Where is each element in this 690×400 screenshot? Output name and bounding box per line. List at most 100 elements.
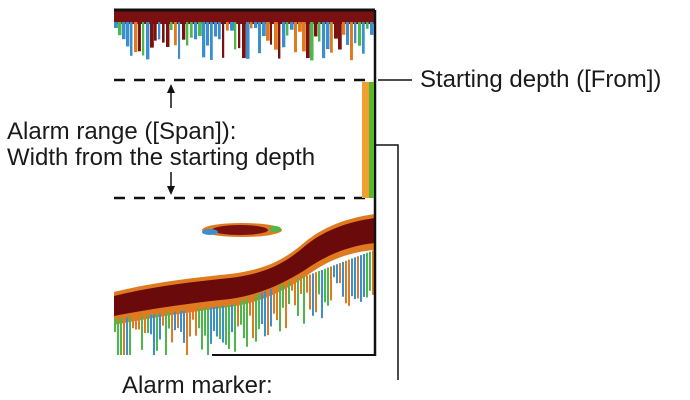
surface-noise-streak bbox=[222, 22, 225, 58]
bottom-noise-streak bbox=[279, 285, 281, 332]
surface-noise-streak bbox=[190, 22, 193, 38]
surface-noise-streak bbox=[266, 22, 270, 41]
bottom-noise-streak bbox=[141, 315, 143, 350]
bottom-noise-streak bbox=[114, 318, 116, 332]
bottom-noise-streak bbox=[348, 259, 350, 306]
bottom-noise-streak bbox=[318, 271, 320, 295]
bottom-noise-streak bbox=[249, 297, 251, 316]
bottom-noise-streak bbox=[159, 313, 161, 340]
bottom-noise-streak bbox=[306, 275, 308, 293]
surface-noise-streak bbox=[202, 22, 206, 58]
surface-noise-streak bbox=[218, 22, 221, 40]
surface-noise-streak bbox=[270, 22, 273, 45]
surface-noise-streak bbox=[290, 22, 294, 30]
surface-noise-streak bbox=[178, 22, 181, 59]
surface-noise-streak bbox=[118, 22, 122, 36]
surface-noise-streak bbox=[358, 22, 362, 46]
bottom-noise-streak bbox=[345, 260, 347, 304]
bottom-noise-streak bbox=[234, 303, 236, 352]
surface-noise-streak bbox=[282, 22, 286, 48]
surface-noise-streak bbox=[146, 22, 150, 60]
surface-noise-streak bbox=[354, 22, 357, 44]
bottom-noise-streak bbox=[183, 310, 185, 343]
bottom-noise-streak bbox=[258, 293, 260, 330]
alarm-marker-leader bbox=[374, 144, 399, 380]
bottom-noise-streak bbox=[174, 311, 176, 331]
surface-noise-streak bbox=[362, 22, 365, 54]
surface-noise-streak bbox=[198, 22, 202, 36]
surface-noise-streak bbox=[194, 22, 198, 40]
bottom-noise-streak bbox=[213, 307, 215, 331]
surface-noise-streak bbox=[134, 22, 138, 53]
bottom-noise-streak bbox=[231, 304, 233, 333]
bottom-noise-streak bbox=[195, 309, 197, 336]
surface-noise-streak bbox=[326, 22, 330, 50]
surface-noise-streak bbox=[258, 22, 261, 54]
surface-noise-streak bbox=[330, 22, 333, 53]
bottom-echo bbox=[114, 214, 375, 325]
bottom-noise-streak bbox=[336, 264, 338, 284]
bottom-noise-streak bbox=[294, 279, 296, 306]
surface-noise-streak bbox=[278, 22, 281, 59]
bottom-noise-streak bbox=[363, 253, 365, 297]
surface-noise-streak bbox=[234, 22, 237, 50]
bottom-noise-streak bbox=[333, 265, 335, 278]
bottom-noise-streak bbox=[354, 257, 356, 300]
surface-noise-streak bbox=[122, 22, 126, 40]
bottom-noise-streak bbox=[156, 313, 158, 351]
bottom-noise-streak bbox=[150, 314, 152, 335]
bottom-noise-streak bbox=[177, 311, 179, 329]
bottom-noise-streak bbox=[192, 309, 194, 320]
bottom-noise-streak bbox=[147, 314, 149, 334]
surface-noise-streak bbox=[294, 22, 297, 53]
bottom-noise-streak bbox=[303, 275, 305, 324]
bottom-noise-streak bbox=[216, 306, 218, 337]
surface-noise-streak bbox=[246, 22, 250, 59]
surface-noise-streak bbox=[186, 22, 189, 46]
alarm-marker-label: Alarm marker: bbox=[122, 372, 273, 399]
bottom-noise-streak bbox=[198, 308, 200, 329]
surface-noise-streak bbox=[346, 22, 350, 45]
echogram-display bbox=[114, 10, 375, 355]
surface-noise-streak bbox=[310, 22, 314, 61]
bottom-noise-streak bbox=[321, 269, 323, 319]
surface-noise-streak bbox=[254, 22, 258, 29]
surface-noise-streak bbox=[214, 22, 218, 37]
bottom-noise-streak bbox=[243, 299, 245, 339]
surface-noise-streak bbox=[314, 22, 318, 37]
surface-noise-streak bbox=[334, 22, 338, 39]
fish-school-echo bbox=[202, 223, 282, 237]
surface-noise-streak bbox=[206, 22, 210, 46]
bottom-noise-streak bbox=[117, 318, 119, 355]
bottom-noise-streak bbox=[261, 292, 263, 325]
bottom-noise-streak bbox=[246, 298, 248, 347]
bottom-noise-streak bbox=[237, 302, 239, 327]
surface-noise-streak bbox=[306, 22, 310, 59]
bottom-noise-streak bbox=[186, 310, 188, 355]
alarm-range-label-line2: Width from the starting depth bbox=[7, 144, 316, 171]
bottom-noise-streak bbox=[120, 318, 122, 355]
bottom-noise-streak bbox=[204, 308, 206, 336]
surface-noise-streak bbox=[274, 22, 278, 50]
bottom-noise-streak bbox=[357, 256, 359, 299]
bottom-noise-streak bbox=[342, 261, 344, 297]
bottom-noise-streak bbox=[360, 255, 362, 302]
surface-noise-streak bbox=[130, 22, 133, 56]
bottom-noise-streak bbox=[324, 268, 326, 303]
surface-noise-streak bbox=[370, 22, 374, 35]
bottom-noise-streak bbox=[300, 277, 302, 294]
surface-noise-streak bbox=[166, 22, 170, 47]
bottom-noise-streak bbox=[372, 250, 374, 295]
surface-noise-streak bbox=[318, 22, 321, 42]
surface-noise-streak bbox=[286, 22, 289, 36]
bottom-noise-streak bbox=[267, 290, 269, 336]
bottom-noise-streak bbox=[297, 278, 299, 316]
surface-noise-streak bbox=[338, 22, 342, 50]
surface-noise-streak bbox=[150, 22, 154, 48]
bottom-noise-streak bbox=[207, 307, 209, 355]
surface-noise-streak bbox=[162, 22, 165, 43]
surface-noise-streak bbox=[250, 22, 253, 29]
bottom-noise-streak bbox=[312, 273, 314, 316]
surface-noise-streak bbox=[154, 22, 157, 41]
bottom-noise-streak bbox=[225, 305, 227, 345]
